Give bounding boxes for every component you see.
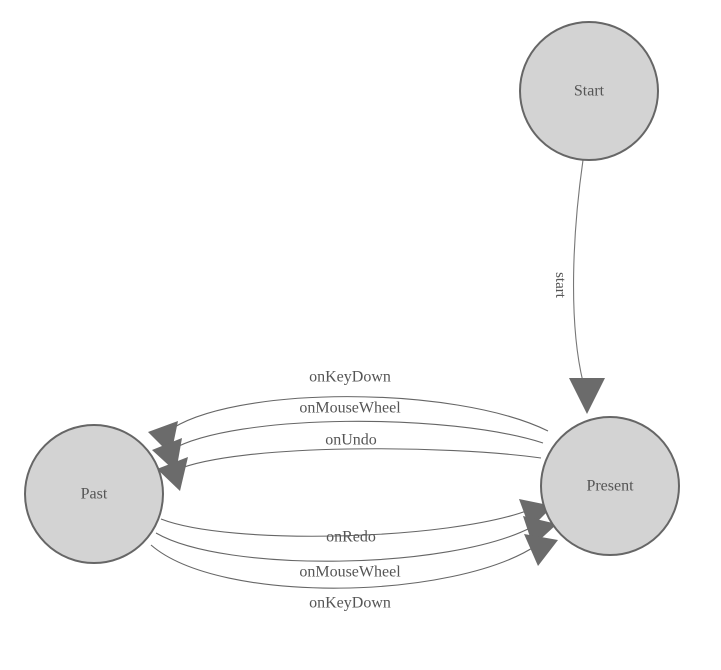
node-start-label: Start — [574, 83, 605, 100]
edge-label-on-mouse-wheel-down: onMouseWheel — [299, 564, 401, 581]
edge-on-mouse-wheel-to-past-path — [170, 420, 544, 451]
edge-on-redo-to-present[interactable]: onRedo — [160, 499, 553, 546]
edge-start-arrowhead — [569, 378, 605, 414]
node-present[interactable]: Present — [540, 416, 680, 556]
edge-label-on-redo: onRedo — [326, 529, 376, 546]
edge-on-redo-to-present-path — [160, 509, 530, 537]
node-present-label: Present — [586, 478, 634, 495]
edge-on-key-down-to-present-arrowhead — [524, 534, 558, 566]
edge-on-undo-to-past-path — [175, 448, 542, 471]
edge-on-key-down-to-past-path — [166, 396, 549, 433]
edge-on-mouse-wheel-to-present[interactable]: onMouseWheel — [155, 516, 557, 581]
edge-label-on-key-down-up: onKeyDown — [309, 369, 391, 386]
node-start-circle — [519, 21, 659, 161]
edge-label-on-mouse-wheel-up: onMouseWheel — [299, 400, 401, 417]
node-present-circle — [540, 416, 680, 556]
node-past-label: Past — [81, 486, 108, 503]
edge-on-undo-to-past[interactable]: onUndo — [157, 432, 542, 492]
edge-start[interactable]: start — [552, 159, 605, 414]
edge-start-path — [572, 159, 584, 383]
edge-start-label: start — [552, 272, 568, 299]
node-start[interactable]: Start — [519, 21, 659, 161]
edge-on-key-down-to-present[interactable]: onKeyDown — [150, 534, 558, 612]
edge-on-mouse-wheel-to-present-path — [155, 526, 533, 562]
node-past-circle — [24, 424, 164, 564]
edge-on-key-down-to-present-path — [150, 544, 538, 589]
edge-label-on-key-down-down: onKeyDown — [309, 595, 391, 612]
edge-label-on-undo: onUndo — [325, 432, 377, 449]
edge-on-undo-to-past-arrowhead — [157, 457, 188, 491]
node-past[interactable]: Past — [24, 424, 164, 564]
